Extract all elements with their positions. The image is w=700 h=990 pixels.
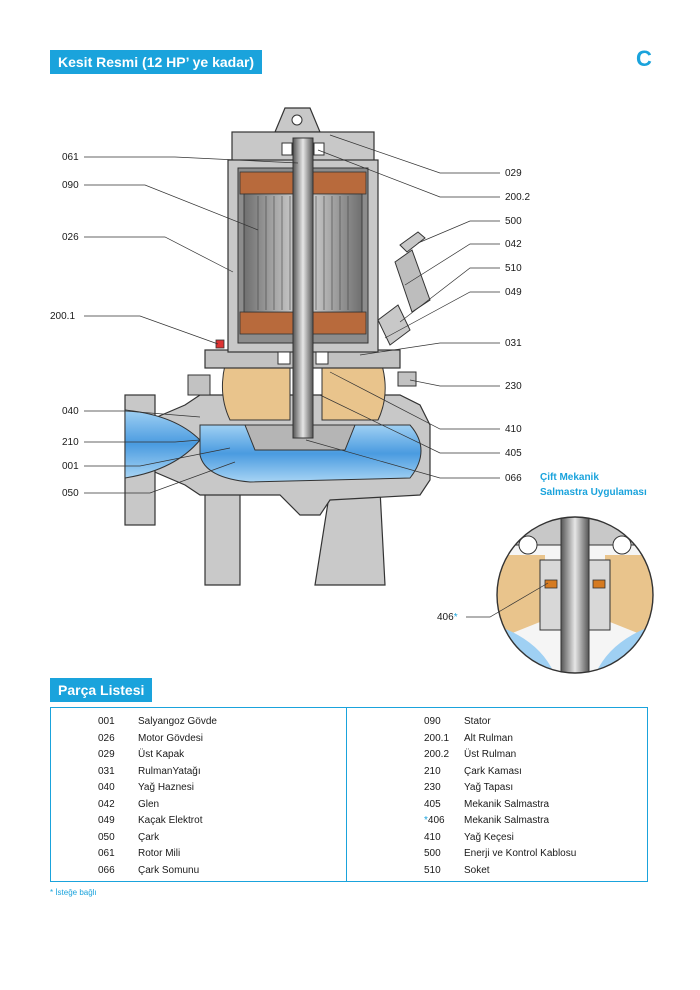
callout-405: 405 — [505, 448, 522, 459]
oil-chamber — [187, 349, 417, 421]
callout-001: 001 — [62, 461, 79, 472]
callout-042: 042 — [505, 239, 522, 250]
leader-lines-left — [84, 156, 299, 494]
parts-list-title: Parça Listesi — [50, 678, 153, 702]
callout-066: 066 — [505, 473, 522, 484]
callout-029: 029 — [505, 168, 522, 179]
page-title: Kesit Resmi (12 HP’ ye kadar) — [50, 50, 263, 74]
callout-049: 049 — [505, 287, 522, 298]
parts-list-divider — [346, 707, 348, 882]
volute-casing — [124, 394, 431, 526]
callout-200-2: 200.2 — [505, 192, 530, 203]
callout-510: 510 — [505, 263, 522, 274]
inset-caption-line2: Salmastra Uygulaması — [540, 487, 647, 498]
optional-footnote: * İsteğe bağlı — [50, 888, 97, 897]
callout-031: 031 — [505, 338, 522, 349]
double-seal-inset: Çift Mekanik Salmastra Uygulaması 406* — [437, 472, 654, 674]
cable-gland — [377, 231, 431, 346]
pump-cross-section-diagram: 061 090 026 200.1 040 210 001 050 029 20… — [50, 107, 654, 674]
callout-050: 050 — [62, 488, 79, 499]
callout-040: 040 — [62, 406, 79, 417]
callout-406: 406* — [437, 612, 458, 623]
stator-laminations — [257, 196, 349, 310]
callout-210: 210 — [62, 437, 79, 448]
motor-housing — [215, 107, 379, 439]
callout-090: 090 — [62, 180, 79, 191]
callout-230: 230 — [505, 381, 522, 392]
callout-061: 061 — [62, 152, 79, 163]
inset-caption-line1: Çift Mekanik — [540, 472, 599, 483]
callout-500: 500 — [505, 216, 522, 227]
leader-lines-right — [305, 134, 500, 479]
callout-026: 026 — [62, 232, 79, 243]
callout-410: 410 — [505, 424, 522, 435]
parts-list-table — [50, 707, 648, 882]
pump-base — [204, 479, 386, 586]
section-letter: C — [636, 46, 652, 71]
callout-200-1: 200.1 — [50, 311, 75, 322]
